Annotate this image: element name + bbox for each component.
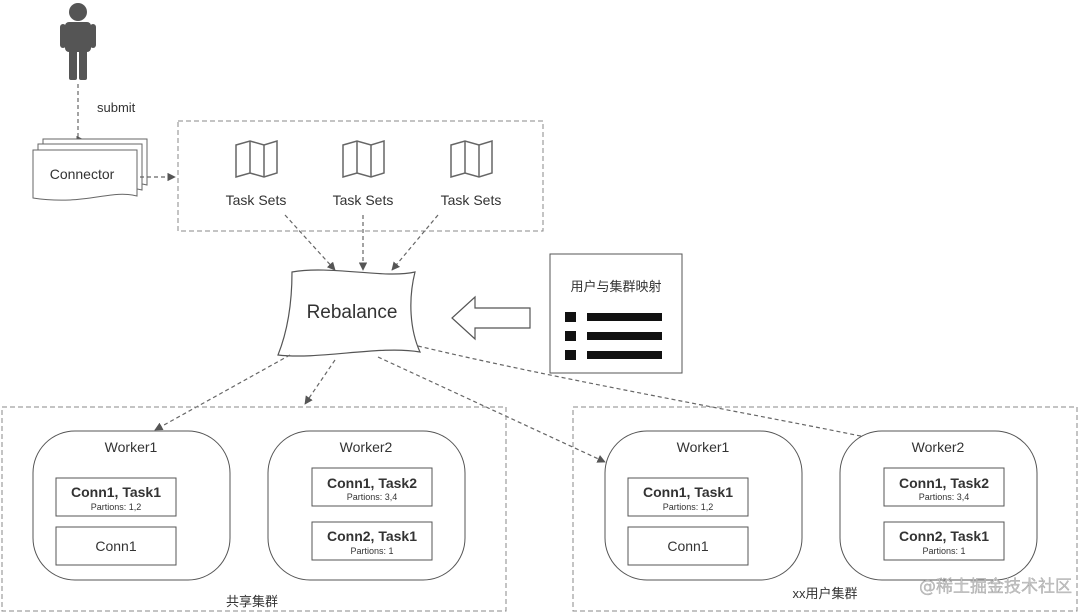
task-box <box>627 477 749 517</box>
shared-worker1: Worker1 Conn1, Task1 Partions: 1,2 Conn1 <box>32 430 231 581</box>
cluster-shared-label: 共享集群 <box>226 594 278 609</box>
task-title: Conn2, Task1 <box>327 528 417 544</box>
task-partitions: Partions: 1 <box>922 546 965 556</box>
rebalance-label: Rebalance <box>307 302 398 323</box>
connector-node: Connector <box>32 138 148 201</box>
person-icon <box>60 3 96 80</box>
task-title: Conn1, Task2 <box>899 475 989 491</box>
task-set-2-label: Task Sets <box>333 192 394 208</box>
taskset-1-to-rebalance-arrow <box>284 214 336 271</box>
task-box <box>883 467 1005 507</box>
task-sets-group <box>177 120 544 232</box>
task-title: Conn1 <box>667 538 708 554</box>
rebalance-to-shared-w1-arrow <box>154 354 291 431</box>
connector-label: Connector <box>50 166 115 182</box>
rebalance-node: Rebalance <box>277 269 422 357</box>
task-partitions: Partions: 1 <box>350 546 393 556</box>
task-title: Conn1, Task1 <box>643 484 733 500</box>
arrow-left-icon <box>451 295 531 341</box>
cluster-shared: 共享集群 Worker1 Conn1, Task1 Partions: 1,2 … <box>1 406 507 612</box>
mapping-box: 用户与集群映射 <box>549 253 683 374</box>
task-title: Conn1 <box>95 538 136 554</box>
task-partitions: Partions: 3,4 <box>347 492 398 502</box>
map-icon <box>450 139 493 178</box>
map-icon <box>235 139 278 178</box>
task-set-2: Task Sets <box>333 139 394 208</box>
task-set-1: Task Sets <box>226 139 287 208</box>
task-set-3: Task Sets <box>441 139 502 208</box>
task-title: Conn1, Task1 <box>71 484 161 500</box>
task-title: Conn1, Task2 <box>327 475 417 491</box>
xx-worker1: Worker1 Conn1, Task1 Partions: 1,2 Conn1 <box>604 430 803 581</box>
task-box <box>55 477 177 517</box>
taskset-3-to-rebalance-arrow <box>391 214 439 271</box>
worker-title: Worker1 <box>105 439 158 455</box>
cluster-xx-user: xx用户集群 Worker1 Conn1, Task1 Partions: 1,… <box>572 406 1078 612</box>
watermark: @稀土掘金技术社区 <box>919 577 1072 597</box>
list-icon <box>565 312 662 360</box>
xx-worker2: Worker2 Conn1, Task2 Partions: 3,4 Conn2… <box>839 430 1038 581</box>
worker-title: Worker1 <box>677 439 730 455</box>
task-box <box>311 521 433 561</box>
worker-title: Worker2 <box>340 439 393 455</box>
task-box <box>883 521 1005 561</box>
task-partitions: Partions: 1,2 <box>663 502 714 512</box>
shared-worker2: Worker2 Conn1, Task2 Partions: 3,4 Conn2… <box>267 430 466 581</box>
task-box <box>55 526 177 566</box>
mapping-title: 用户与集群映射 <box>570 279 661 294</box>
rebalance-to-shared-cluster-arrow <box>304 359 336 405</box>
task-box <box>311 467 433 507</box>
task-partitions: Partions: 3,4 <box>919 492 970 502</box>
submit-label: submit <box>97 100 136 115</box>
submit-arrow <box>76 84 85 145</box>
task-box <box>627 526 749 566</box>
worker-title: Worker2 <box>912 439 965 455</box>
map-icon <box>342 139 385 178</box>
task-set-3-label: Task Sets <box>441 192 502 208</box>
task-set-1-label: Task Sets <box>226 192 287 208</box>
cluster-xx-label: xx用户集群 <box>792 586 857 601</box>
task-title: Conn2, Task1 <box>899 528 989 544</box>
task-partitions: Partions: 1,2 <box>91 502 142 512</box>
